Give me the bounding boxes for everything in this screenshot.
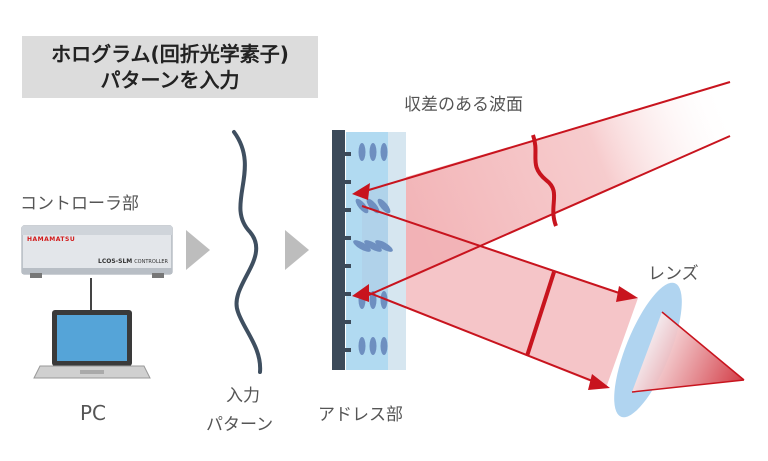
controller-model-name: LCOS-SLM — [98, 258, 133, 265]
controller-model: LCOS-SLM CONTROLLER — [98, 258, 168, 265]
title-line-2: パターンを入力 — [100, 68, 240, 92]
lens-label: レンズ — [648, 264, 699, 284]
slm-glass-edge — [388, 132, 406, 370]
pc-label: PC — [80, 401, 107, 425]
beam-edges — [361, 81, 731, 385]
outgoing-beam — [362, 208, 638, 388]
focus-lines — [631, 311, 745, 393]
slm-teeth — [345, 152, 351, 352]
controller-label: コントローラ部 — [20, 194, 139, 214]
title-box: ホログラム(回折光学素子) パターンを入力 — [22, 36, 318, 98]
arrowheads — [352, 183, 638, 390]
input-pattern-label-2: パターン — [206, 415, 274, 435]
address-label: アドレス部 — [318, 405, 403, 425]
input-pattern-label-1: 入力 — [226, 386, 260, 406]
laptop — [33, 310, 151, 379]
corrected-wavefront — [525, 271, 556, 357]
input-pattern-wave — [232, 130, 263, 374]
title-line-1: ホログラム(回折光学素子) — [51, 42, 289, 66]
aberrated-wavefront — [531, 134, 558, 227]
wavefront-label: 収差のある波面 — [404, 95, 523, 115]
focus-cone — [632, 312, 744, 392]
flow-arrow-2 — [285, 230, 309, 270]
flow-arrow-1 — [186, 230, 210, 270]
controller-brand: HAMAMATSU — [27, 236, 76, 243]
controller-box — [21, 225, 173, 278]
controller-model-suffix: CONTROLLER — [134, 259, 169, 265]
slm-panel — [332, 130, 345, 370]
